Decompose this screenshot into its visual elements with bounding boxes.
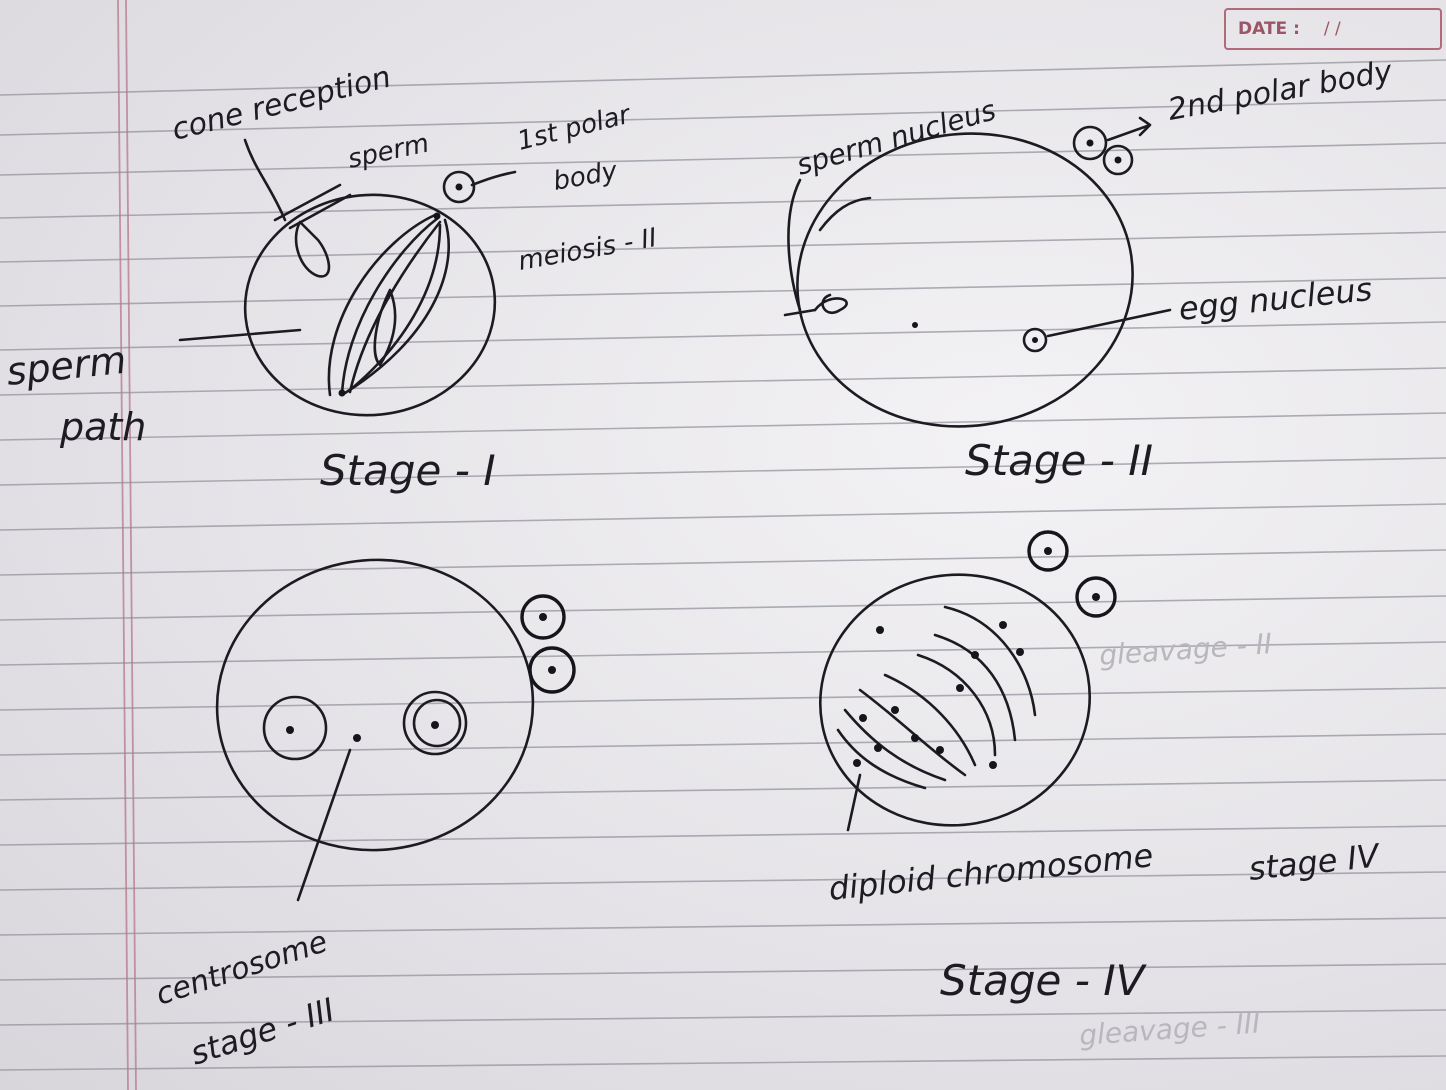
stage3-polar-body-2 [528, 646, 576, 694]
cone-pointer [243, 138, 287, 222]
spindle-1 [327, 213, 437, 397]
stage4-egg-cell [818, 573, 1092, 827]
polar-pointer [470, 170, 517, 187]
stage4-polar-nucleus-1 [1044, 547, 1052, 555]
stage1-polar-body [442, 170, 476, 204]
chromosome-dot-6 [911, 734, 919, 742]
stage2-sperm-nucleus [813, 293, 848, 314]
centrosome-pointer [296, 748, 352, 902]
stage4-drawing: diploid chromosome stage IV Stage - IV [818, 530, 1383, 1005]
stage1-title: Stage - I [320, 446, 496, 495]
stage2-sperm-pointer [818, 196, 872, 232]
stage3-drawing: centrosome stage - III [152, 558, 576, 1073]
stage3-male-pronucleus [262, 695, 328, 761]
margin-lines [117, 0, 137, 1090]
chromosome-dot-7 [936, 746, 944, 754]
spindle-4-6 [843, 708, 947, 782]
stage1-upper-centrosome [433, 212, 441, 220]
spindle-4-5 [858, 688, 967, 777]
spindle-4-2 [933, 633, 1017, 742]
ruled-lines [0, 59, 1446, 1071]
spindle-4-7 [836, 728, 927, 790]
stage4-lower-centrosome [989, 761, 997, 769]
stage3-centrosome [353, 734, 361, 742]
stage3-polar-nucleus-2 [548, 666, 556, 674]
stage1-fertilization-cone [294, 220, 331, 278]
chromosome-dot-8 [859, 714, 867, 722]
stage4-title: Stage - IV [940, 956, 1148, 1005]
spindle-3 [348, 220, 442, 394]
stage3-polar-nucleus-1 [539, 613, 547, 621]
sperm-path-pointer [178, 328, 302, 342]
sperm-path-label-1: sperm [4, 338, 128, 394]
stage1-polar-nucleus [455, 183, 463, 191]
stage4-polar-body-1 [1027, 530, 1069, 572]
chromosome-dot-3 [971, 651, 979, 659]
stage3-female-pronucleus-inner [412, 698, 462, 748]
date-value: / / [1323, 19, 1341, 39]
stage3-egg-cell [215, 558, 535, 852]
stage4-inline-label: stage IV [1247, 836, 1383, 888]
spindle-6 [373, 288, 397, 367]
spindle-5 [348, 223, 442, 392]
stage2-polar-nucleus-1 [1086, 139, 1094, 147]
chromosome-dot-10 [853, 759, 861, 767]
spindle-4-4 [883, 673, 977, 767]
stage1-cone-label: cone reception [168, 60, 394, 148]
chromosome-dot-4 [956, 684, 964, 692]
spindle-4-1 [943, 605, 1037, 717]
stage2-sperm-path [783, 178, 817, 317]
stage4-polar-nucleus-2 [1092, 593, 1100, 601]
spindle-4 [343, 218, 450, 395]
spindle-2 [340, 216, 440, 397]
stage1-meiosis-label: meiosis - II [516, 223, 659, 277]
stage2-polar-body-1 [1072, 125, 1108, 161]
stage1-lower-centrosome [338, 389, 346, 397]
spindle-4-3 [916, 653, 997, 757]
stage2-egg-nucleus-label: egg nucleus [1177, 270, 1374, 328]
sperm-path-label-2: path [59, 405, 146, 449]
stage2-polar-body-2 [1102, 144, 1134, 176]
date-box: DATE : / / [1224, 8, 1442, 50]
stage4-upper-centrosome [876, 626, 884, 634]
stage2-polar-label: 2nd polar body [1165, 54, 1396, 128]
chromosome-dot-5 [891, 706, 899, 714]
stage3-male-nucleus-dot [286, 726, 294, 734]
diploid-pointer [846, 773, 862, 832]
stage2-sperm-nucleus-label: sperm nucleus [793, 93, 1000, 181]
stage3-title: stage - III [186, 990, 339, 1072]
egg-nucleus-pointer [1046, 308, 1172, 338]
stage4-diploid-label: diploid chromosome [827, 836, 1155, 908]
stage1-sperm-label: sperm [345, 128, 432, 174]
stage2-centrosome [912, 322, 918, 328]
chromosome-dot-9 [874, 744, 882, 752]
stage3-female-pronucleus [402, 690, 468, 756]
stage2-polar-nucleus-2 [1114, 156, 1122, 164]
stage1-sperm-tail [273, 183, 352, 230]
stage1-egg-cell [243, 193, 497, 417]
stage2-egg-nucleus [1022, 327, 1048, 353]
stage2-egg-nucleus-dot [1032, 337, 1038, 343]
chromosome-dot-2 [1016, 648, 1024, 656]
ghost-text-1: gleavage - II [1098, 627, 1273, 672]
stage2-polar-arrow [1106, 116, 1152, 142]
stage4-polar-body-2 [1075, 576, 1117, 618]
date-label: DATE : [1238, 19, 1300, 39]
stage3-female-nucleus-dot [431, 721, 439, 729]
stage1-polar-label: 1st polar [514, 99, 635, 156]
stage3-polar-body-1 [520, 594, 566, 640]
chromosome-dot-1 [999, 621, 1007, 629]
stage2-title: Stage - II [965, 436, 1153, 485]
